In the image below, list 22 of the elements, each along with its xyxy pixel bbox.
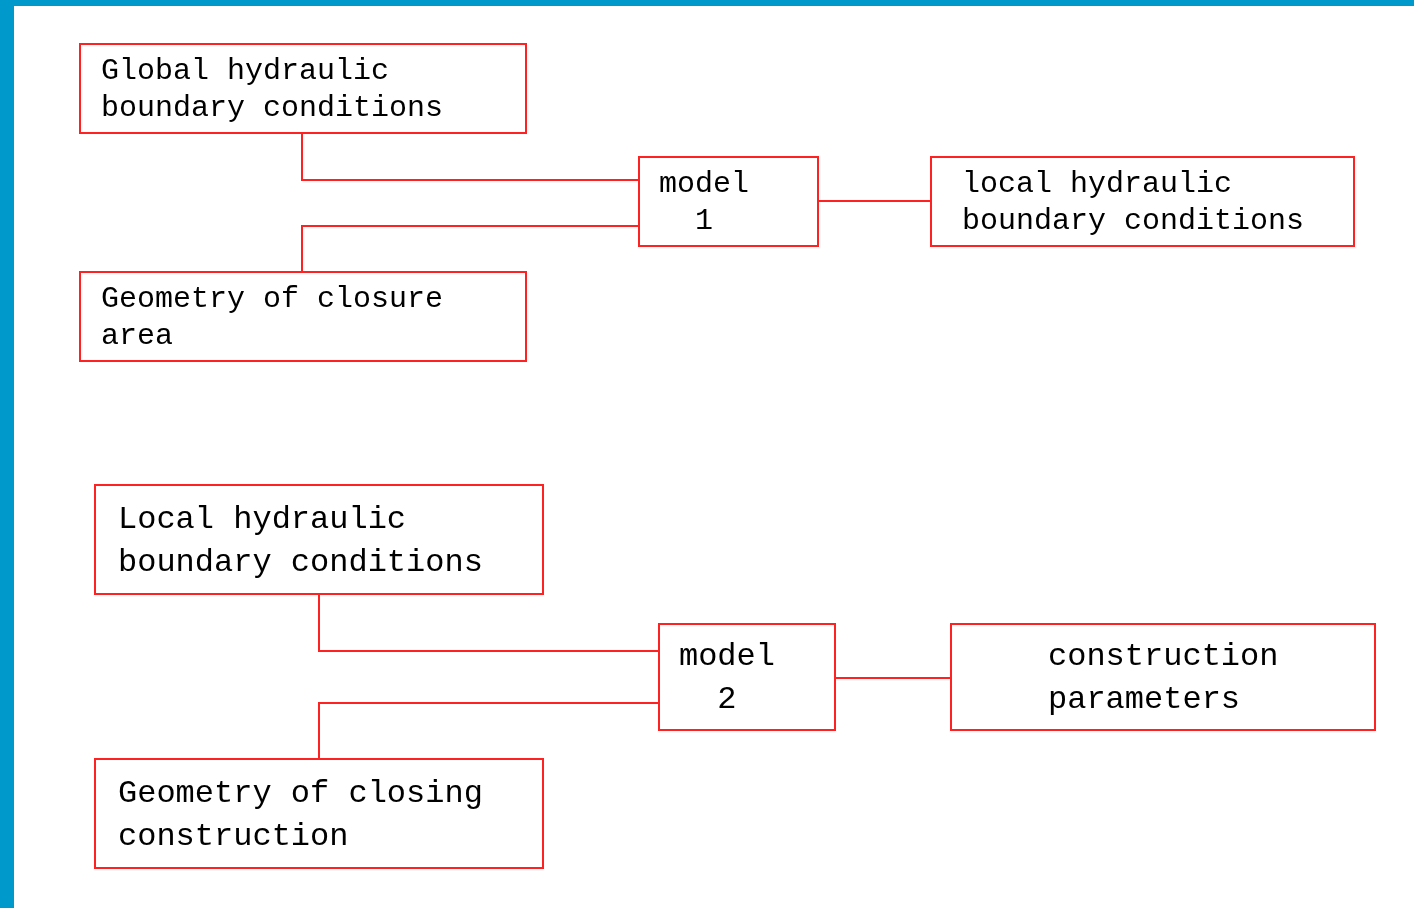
model-box xyxy=(658,623,836,731)
box-label: construction parameters xyxy=(1048,637,1280,720)
box-label: Geometry of closure area xyxy=(101,281,445,355)
connector-line xyxy=(301,133,639,181)
box-label: model 1 xyxy=(658,166,750,240)
process-box xyxy=(950,623,1376,731)
box-label: Geometry of closing construction xyxy=(118,774,484,857)
process-box xyxy=(79,271,527,362)
box-label: Local hydraulic boundary conditions xyxy=(118,500,484,583)
box-label: Global hydraulic boundary conditions xyxy=(101,53,445,127)
connector-line xyxy=(318,594,659,652)
connector-line xyxy=(301,225,639,272)
connector-line xyxy=(835,677,951,679)
model-box xyxy=(638,156,819,247)
process-box xyxy=(930,156,1355,247)
process-box xyxy=(94,484,544,595)
box-label: model 2 xyxy=(678,637,776,720)
box-label: local hydraulic boundary conditions xyxy=(962,166,1306,240)
process-box xyxy=(79,43,527,134)
connector-line xyxy=(818,200,931,202)
process-box xyxy=(94,758,544,869)
connector-line xyxy=(318,702,659,759)
